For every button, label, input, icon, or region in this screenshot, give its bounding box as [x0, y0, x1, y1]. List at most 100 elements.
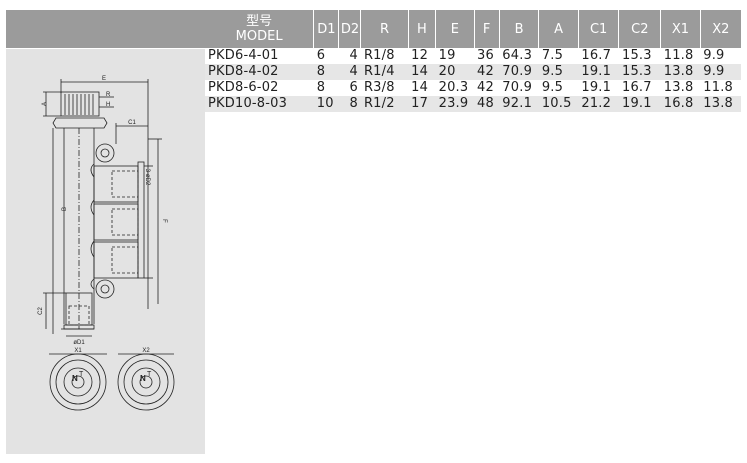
table-row: PKD6-4-01 6 4 R1/8 12 19 36 64.3 7.5 16.…: [205, 48, 741, 64]
header-x2: X2: [699, 10, 741, 48]
dim-c1: C1: [115, 120, 148, 144]
cell-d1: 10: [313, 96, 339, 112]
table-row: PKD10-8-03 10 8 R1/2 17 23.9 48 92.1 10.…: [205, 96, 741, 112]
cell-c2: 16.7: [621, 80, 652, 95]
header-e: E: [435, 10, 475, 48]
label-t1: T: [79, 371, 84, 378]
header-b: B: [498, 10, 539, 48]
label-n2: N: [140, 374, 146, 383]
header-f: F: [473, 10, 500, 48]
header-d2: D2: [338, 10, 361, 48]
cell-d2: 8: [338, 96, 361, 112]
label-t2: T: [147, 371, 152, 378]
thread-top: R H: [60, 91, 114, 117]
cell-model: PKD8-4-02: [205, 64, 314, 80]
cell-d2: 6: [349, 80, 358, 95]
cell-x2: 9.9: [703, 48, 725, 63]
cell-b: 70.9: [499, 64, 539, 80]
manifold-body: [63, 128, 115, 329]
cell-a: 7.5: [541, 48, 564, 63]
header-row: 型号 MODEL D1 D2 R H E F B A C1 C2 X1 X2: [205, 10, 741, 48]
cell-model: PKD8-6-02: [208, 80, 279, 95]
cell-r: R1/4: [360, 64, 409, 80]
cell-b: 92.1: [499, 96, 539, 112]
technical-drawing: E R H A B: [38, 76, 175, 411]
label-c2: C2: [38, 307, 44, 315]
cell-c1: 21.2: [578, 96, 619, 112]
dim-e: E: [60, 76, 149, 309]
cell-d1: 8: [313, 64, 339, 80]
cell-x1: 11.8: [663, 48, 694, 63]
label-f: F: [161, 219, 167, 223]
cell-x2: 13.8: [700, 96, 741, 112]
cell-x2: 11.8: [703, 80, 733, 95]
cell-e: 20.3: [438, 80, 469, 95]
cell-f: 42: [477, 80, 494, 95]
label-d2: 3-øD2: [144, 169, 150, 186]
cell-model: PKD10-8-03: [205, 96, 314, 112]
label-n1: N: [72, 374, 78, 383]
label-r: R: [106, 92, 111, 98]
cell-model: PKD6-4-01: [208, 48, 279, 63]
cell-a: 10.5: [538, 96, 579, 112]
cell-f: 36: [477, 48, 494, 63]
dim-a: A: [42, 91, 61, 117]
table-row: PKD8-4-02 8 4 R1/4 14 20 42 70.9 9.5 19.…: [205, 64, 741, 80]
cell-d2: 4: [349, 48, 358, 63]
cell-c2: 15.3: [618, 64, 661, 80]
label-x2: X2: [142, 348, 150, 354]
dim-b: B: [52, 128, 68, 334]
header-model-cn: 型号: [246, 14, 273, 29]
cell-c1: 16.7: [581, 48, 612, 63]
header-model: 型号 MODEL: [205, 10, 314, 48]
cell-a: 9.5: [541, 80, 564, 95]
cell-e: 23.9: [435, 96, 475, 112]
header-d1: D1: [313, 10, 339, 48]
cell-c1: 19.1: [581, 80, 612, 95]
label-h: H: [106, 102, 110, 108]
cell-a: 9.5: [538, 64, 579, 80]
cell-b: 70.9: [502, 80, 533, 95]
cell-b: 64.3: [502, 48, 533, 63]
cell-x1: 13.8: [663, 80, 694, 95]
cell-e: 20: [435, 64, 475, 80]
cell-f: 42: [474, 64, 500, 80]
cell-e: 19: [438, 48, 456, 63]
hex-nut: [52, 117, 108, 129]
cell-h: 17: [408, 96, 436, 112]
cell-x2: 9.9: [700, 64, 741, 80]
cell-h: 14: [408, 64, 436, 80]
cell-h: 12: [411, 48, 429, 63]
label-x1: X1: [74, 348, 82, 354]
label-c1: C1: [128, 120, 136, 126]
header-c2: C2: [618, 10, 661, 48]
end-view-x2: X2 N T: [117, 348, 175, 411]
header-x1: X1: [660, 10, 701, 48]
outlets: [93, 161, 153, 279]
cell-d1: 6: [316, 48, 326, 63]
cell-x1: 16.8: [660, 96, 701, 112]
label-a: A: [42, 102, 48, 106]
cell-d1: 8: [316, 80, 326, 95]
drawing-header-block: [6, 10, 205, 48]
label-b: B: [62, 207, 68, 211]
bottom-fitting: C2 øD1: [38, 292, 95, 346]
header-model-en: MODEL: [235, 29, 283, 44]
table-row: PKD8-6-02 8 6 R3/8 14 20.3 42 70.9 9.5 1…: [205, 80, 741, 96]
cell-x1: 13.8: [660, 64, 701, 80]
cell-d2: 4: [338, 64, 361, 80]
header-c1: C1: [577, 10, 619, 48]
label-d1: øD1: [73, 340, 85, 346]
cell-c2: 15.3: [621, 48, 652, 63]
cell-r: R1/2: [360, 96, 409, 112]
end-view-x1: X1 N T: [49, 348, 107, 411]
cell-h: 14: [411, 80, 429, 95]
header-r: R: [360, 10, 409, 48]
dim-f: F: [148, 138, 167, 304]
spec-table: 型号 MODEL D1 D2 R H E F B A C1 C2 X1 X2 P…: [205, 10, 741, 112]
cell-r: R1/8: [363, 48, 395, 63]
cell-c1: 19.1: [578, 64, 619, 80]
label-e: E: [102, 76, 106, 82]
cell-r: R3/8: [363, 80, 395, 95]
header-a: A: [538, 10, 579, 48]
